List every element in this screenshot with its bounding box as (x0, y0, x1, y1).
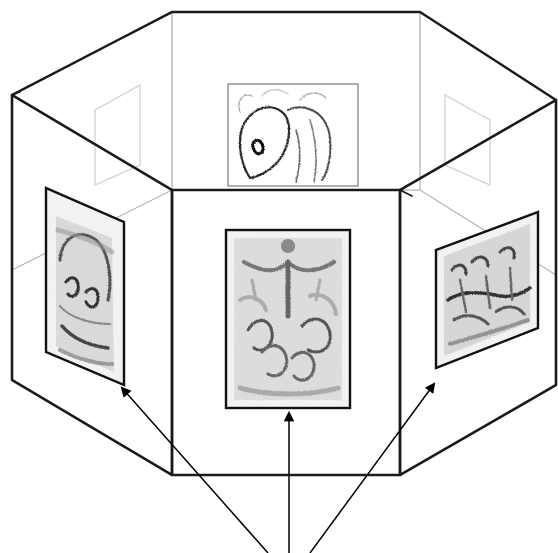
crowd-sketch (234, 238, 342, 400)
arrow-left (122, 388, 268, 553)
artwork-front-left (46, 188, 124, 385)
face-sketch (56, 216, 114, 372)
frame-back-right (445, 95, 490, 185)
arrow-right (310, 384, 434, 553)
frame-back-left (95, 85, 140, 185)
artwork-back-center (228, 84, 358, 186)
frame-back-center (228, 84, 358, 186)
callout-arrows (122, 384, 434, 553)
artwork-front-right (436, 212, 538, 368)
artwork-front-center (226, 230, 350, 408)
